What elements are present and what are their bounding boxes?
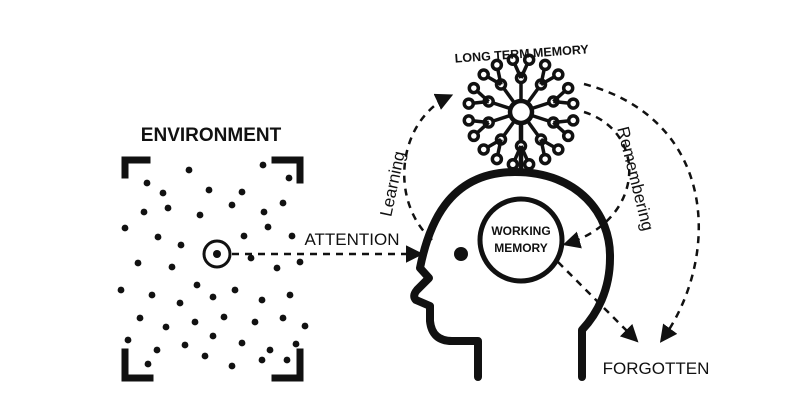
neuron-node xyxy=(477,68,490,81)
long-term-memory-label: LONG TERM MEMORY xyxy=(454,42,590,65)
environment-dot xyxy=(209,332,217,340)
environment-dot xyxy=(301,322,309,330)
environment-dot xyxy=(162,323,170,331)
environment-dot xyxy=(185,166,193,174)
environment-dot xyxy=(228,201,236,209)
environment-dot xyxy=(196,211,204,219)
environment-dot xyxy=(205,186,213,194)
environment-dot xyxy=(264,223,272,231)
environment-dot xyxy=(136,314,144,322)
environment-dot xyxy=(285,174,293,182)
environment-dot xyxy=(279,314,287,322)
ltm-forgotten-arrow xyxy=(583,82,701,343)
environment-dot xyxy=(144,360,152,368)
environment-label: ENVIRONMENT xyxy=(141,125,282,146)
learning-label: Learning xyxy=(376,150,408,219)
environment-dot xyxy=(143,179,151,187)
environment-dot xyxy=(176,299,184,307)
environment-dot xyxy=(121,224,129,232)
frame-corner-bottom-right xyxy=(271,348,304,382)
environment-dot xyxy=(177,241,185,249)
environment-dot xyxy=(164,204,172,212)
environment-dot xyxy=(258,356,266,364)
environment-dot xyxy=(258,296,266,304)
environment-dot xyxy=(292,340,300,348)
environment-dot xyxy=(286,291,294,299)
working-memory-label-line1: WORKING xyxy=(491,224,550,238)
attention-focus-target xyxy=(202,239,232,269)
neuron-node xyxy=(566,97,580,110)
environment-stimuli-dots xyxy=(117,161,309,370)
environment-dot xyxy=(201,352,209,360)
learning-arrow xyxy=(403,93,454,241)
neuron-node xyxy=(538,152,552,166)
neuron-node xyxy=(477,143,490,156)
neuron-node xyxy=(561,81,575,95)
environment-dot xyxy=(266,346,274,354)
long-term-memory-network-icon xyxy=(462,53,580,173)
environment-dot xyxy=(251,318,259,326)
environment-dot xyxy=(191,318,199,326)
environment-dot xyxy=(181,341,189,349)
environment-dot xyxy=(140,208,148,216)
frame-corner-bottom-left xyxy=(121,348,154,382)
attention-label: ATTENTION xyxy=(304,230,399,249)
environment-dot xyxy=(260,208,268,216)
neuron-node xyxy=(538,58,552,72)
eye-icon xyxy=(454,247,468,261)
neuron-node xyxy=(506,158,520,171)
environment-dot xyxy=(231,286,239,294)
environment-dot xyxy=(220,313,228,321)
environment-dot xyxy=(238,339,246,347)
environment-dot xyxy=(288,232,296,240)
neuron-node xyxy=(490,58,504,72)
environment-dot xyxy=(247,254,255,262)
neuron-node xyxy=(467,129,481,143)
frame-corner-top-left xyxy=(121,156,151,179)
environment-dot xyxy=(148,291,156,299)
neuron-node xyxy=(490,152,504,166)
environment-dot xyxy=(124,336,132,344)
remembering-label: Remembering xyxy=(613,125,657,233)
environment-dot xyxy=(240,232,248,240)
head-outline xyxy=(410,168,615,381)
environment-dot xyxy=(117,286,125,294)
environment-frame xyxy=(121,156,304,382)
environment-dot xyxy=(209,293,217,301)
environment-dot xyxy=(193,281,201,289)
environment-dot xyxy=(168,263,176,271)
forgotten-label: FORGOTTEN xyxy=(603,359,710,378)
environment-dot xyxy=(134,259,142,267)
neuron-node xyxy=(522,53,536,66)
working-memory-label-line2: MEMORY xyxy=(494,241,548,255)
neuron-node xyxy=(462,97,476,110)
environment-dot xyxy=(154,233,162,241)
frame-corner-top-right xyxy=(271,156,304,184)
environment-dot xyxy=(279,199,287,207)
environment-dot xyxy=(228,362,236,370)
environment-dot xyxy=(159,189,167,197)
neuron-node xyxy=(561,129,575,143)
environment-dot xyxy=(273,264,281,272)
wm-forgotten-arrow xyxy=(557,261,639,343)
environment-dot xyxy=(238,188,246,196)
environment-dot xyxy=(283,356,291,364)
neuron-node xyxy=(552,143,565,156)
neuron-node xyxy=(467,81,481,95)
neuron-node xyxy=(566,114,580,127)
neuron-node xyxy=(506,53,520,66)
neuron-node xyxy=(462,114,476,127)
neuron-node xyxy=(522,158,536,171)
environment-dot xyxy=(296,258,304,266)
working-memory-circle xyxy=(477,196,565,284)
environment-dot xyxy=(259,161,267,169)
environment-dot xyxy=(153,346,161,354)
neuron-node xyxy=(552,68,565,81)
